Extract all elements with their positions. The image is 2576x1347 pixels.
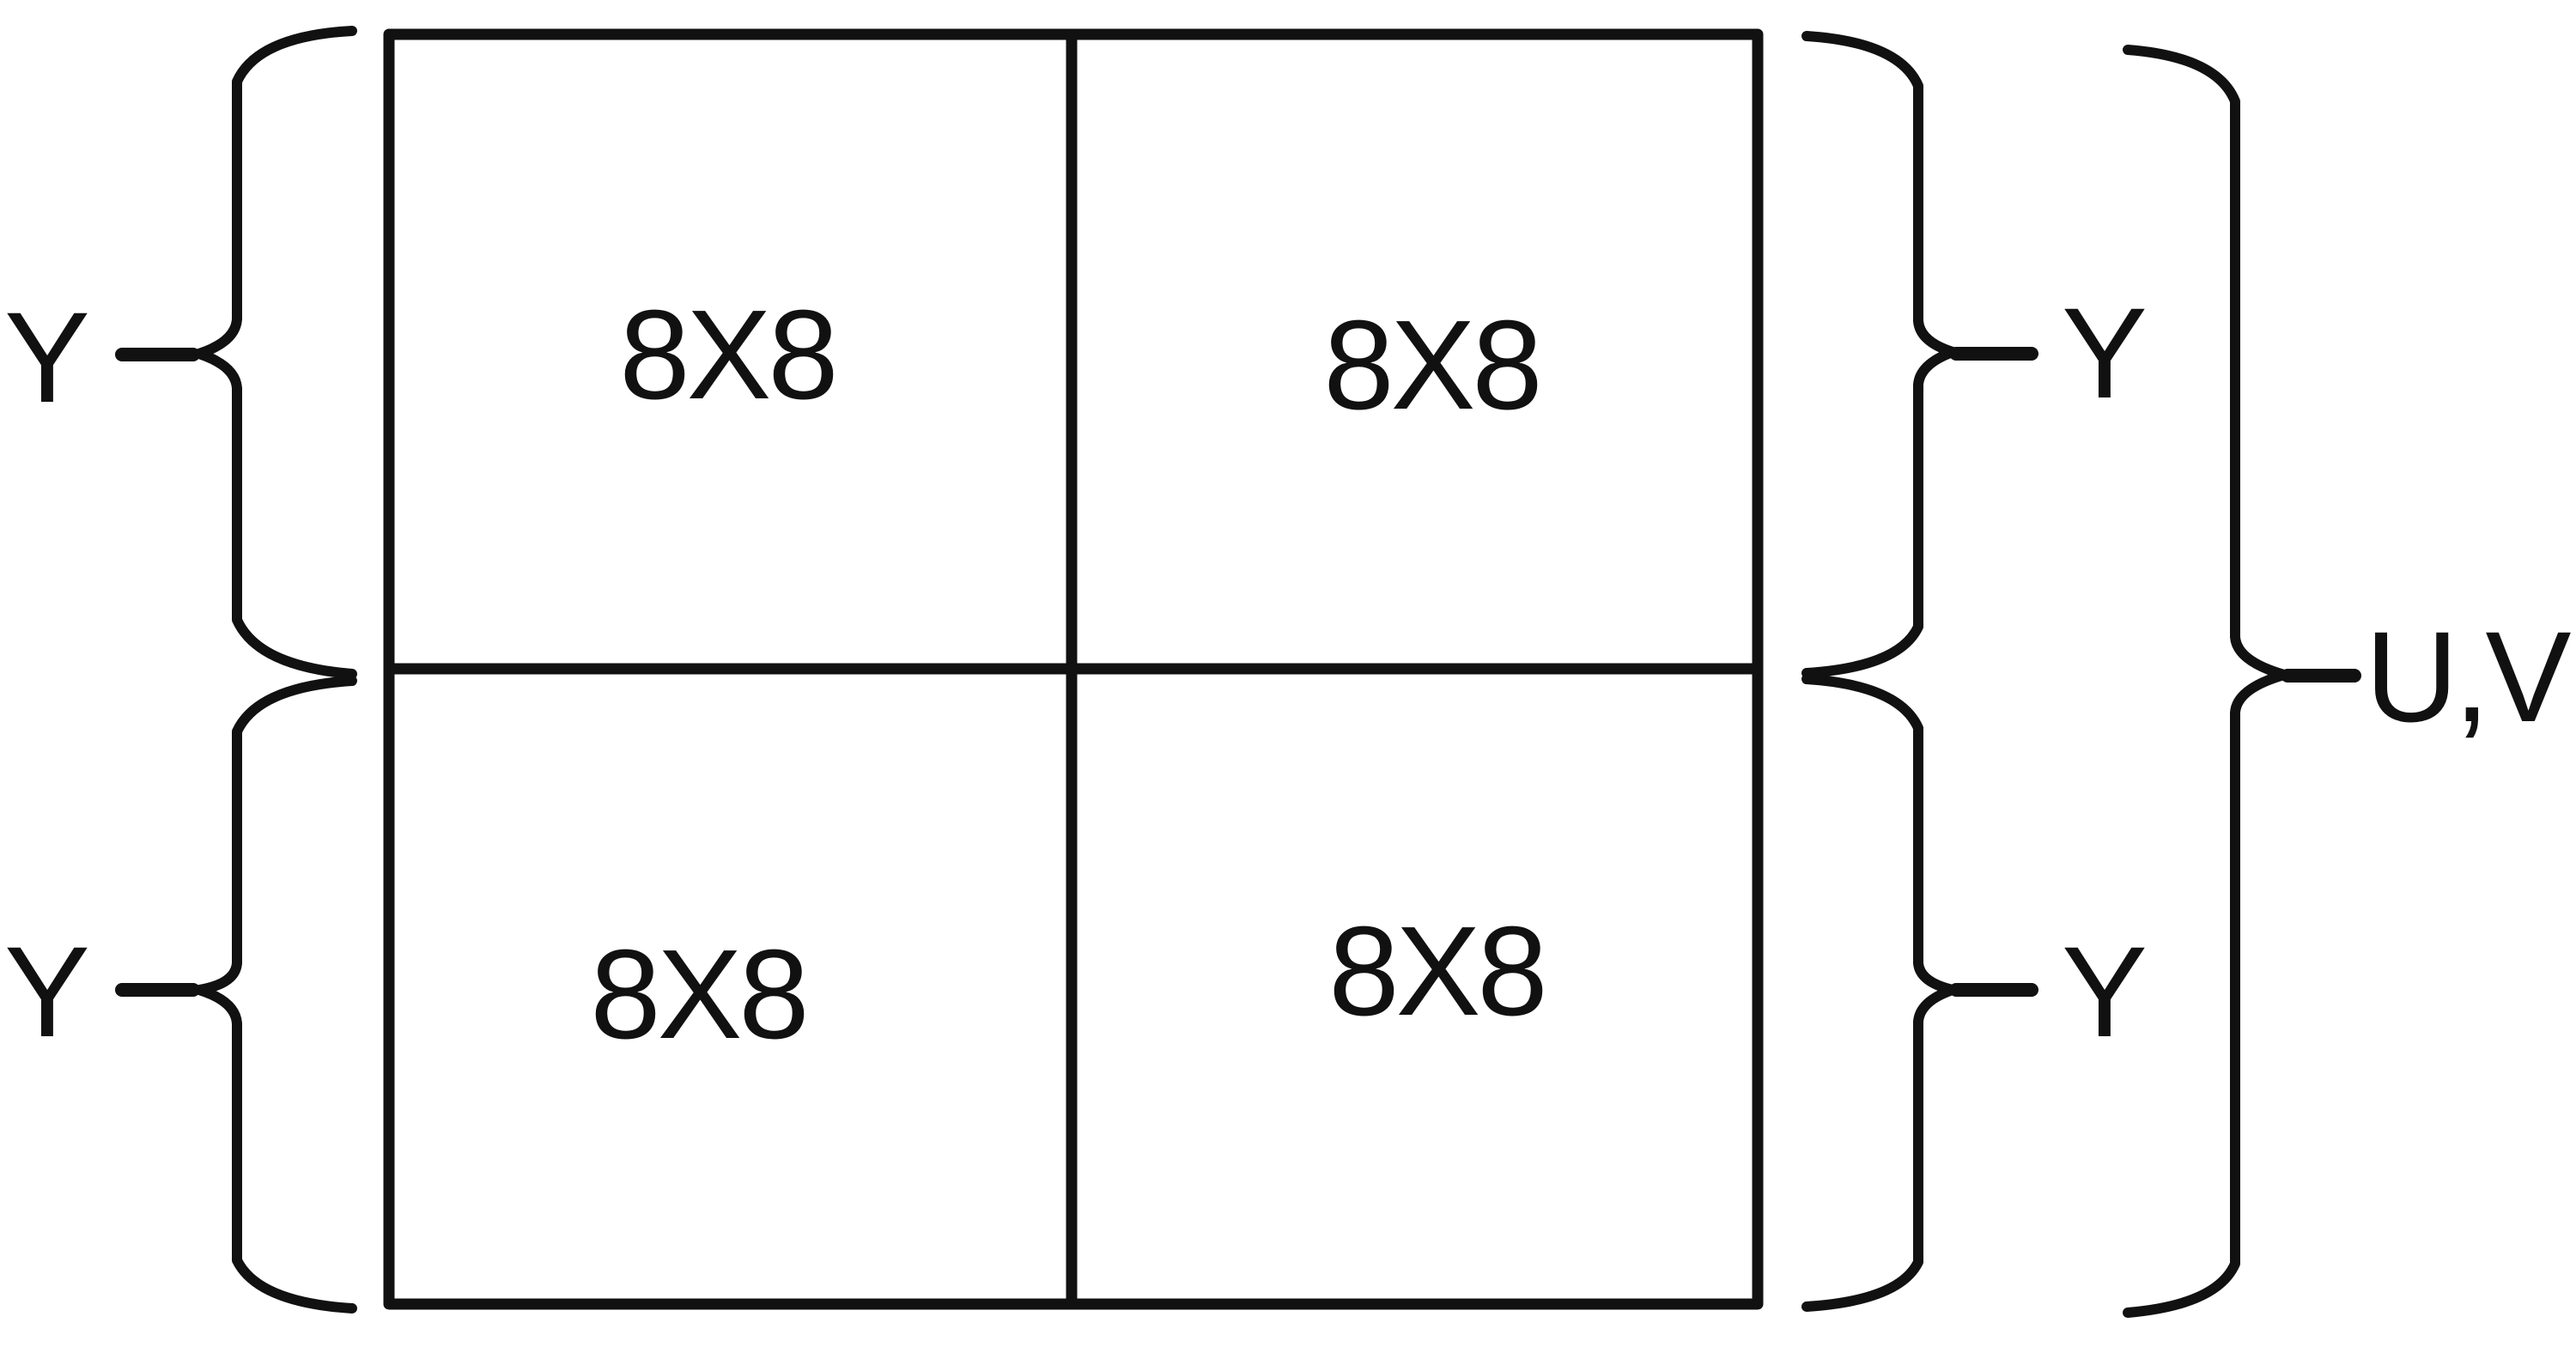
- luma-label-left-top: Y: [4, 285, 90, 429]
- block-label-top-right: 8X8: [1323, 294, 1539, 436]
- block-label-top-left: 8X8: [619, 284, 835, 426]
- luma-label-right-bottom: Y: [2062, 919, 2148, 1064]
- luma-label-right-top: Y: [2062, 281, 2148, 425]
- block-label-bottom-right: 8X8: [1328, 901, 1544, 1042]
- chroma-label: U,V: [2365, 604, 2571, 749]
- block-label-bottom-left: 8X8: [590, 924, 805, 1065]
- luma-label-left-bottom: Y: [4, 919, 90, 1064]
